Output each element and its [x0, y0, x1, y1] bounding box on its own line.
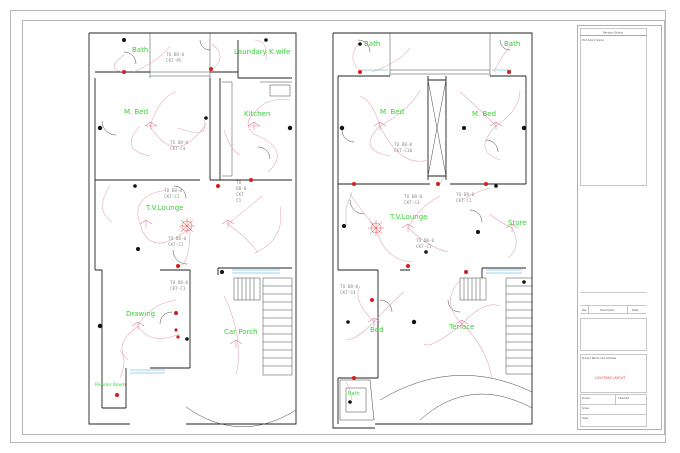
circuit-label-line: CKT-C1 [168, 242, 184, 248]
kitchen-counter [222, 81, 292, 177]
circuit-label-line: TO DB-0 [168, 236, 187, 242]
circuit-label-gf-5: TO DB-0 CKT-C1 [170, 280, 189, 292]
circuit-label-ff-2: TO DB-0 CKT-C4 [404, 194, 423, 206]
room-label-ff-mbed-right: M. Bed [472, 110, 496, 118]
circuit-label-ff-4: TO DB-0 CKT-C1 [416, 238, 435, 250]
first-floor-internal-walls [337, 75, 527, 424]
light-points-ground [115, 67, 253, 397]
room-label-gf-carporch: Car Porch [224, 328, 258, 336]
circuit-label-line: TO DB-0 [340, 284, 359, 290]
door-arcs-ff [341, 39, 511, 313]
circuit-label-line: CKT-C4 [170, 146, 186, 152]
window-strip-top [149, 33, 211, 78]
ground-floor-plan [88, 32, 297, 427]
room-label-gf-mbed: M. Bed [124, 108, 148, 116]
room-label-gf-powder: Powder Room [95, 382, 126, 388]
circuit-label-line: TO DB-0 [170, 280, 189, 286]
circuit-label-line: CKT-C4 [404, 200, 420, 206]
room-label-ff-store: Store [508, 219, 527, 227]
circuit-label-line: C1 [236, 198, 242, 204]
title-block-plot-text: Plot Size 1 Kanal [582, 38, 604, 42]
room-label-gf-drawing: Drawing [126, 310, 155, 318]
ground-floor-internal-walls [94, 40, 292, 409]
circuit-label-ff-5: TO DB-0 CKT-C4 [340, 284, 359, 296]
room-label-gf-bath: Bath [132, 46, 148, 54]
circuit-label-line: TO DB-0 [456, 192, 475, 198]
circuit-label-line: TO DB-0 [166, 52, 185, 58]
circuit-label-line: TO DB-0 [416, 238, 435, 244]
room-label-ff-tvlounge: T.V.Lounge [389, 213, 427, 221]
circuit-label-line: CKT-C1 [164, 194, 180, 200]
circuit-label-line: CKT-C10 [394, 148, 413, 154]
ground-floor-outer-wall [88, 32, 297, 425]
circuit-label-line: TO DB-0 [394, 142, 413, 148]
chandelier-ground [179, 218, 195, 234]
glazing-ground [130, 269, 280, 374]
door-arcs-ground [101, 39, 271, 325]
title-label-date: Date [582, 416, 589, 420]
circuit-label-line: TO DB-0 [170, 140, 189, 146]
circuit-label-line: TO DB-0 [164, 188, 183, 194]
ceiling-fans-ground [131, 121, 261, 348]
ground-floor-boundary-arc [185, 406, 297, 427]
title-label-scale: Scale [582, 406, 589, 410]
circuit-label-line: CKT-C1 [416, 244, 432, 250]
drawing-title: LIGHTING LAYOUT [595, 376, 626, 380]
circuit-label-line: CKT-C4 [340, 290, 356, 296]
room-label-ff-mbed-left: M. Bed [380, 108, 404, 116]
room-label-ff-bath-left: Bath [364, 40, 380, 48]
title-label-drawn: Drawn [582, 396, 591, 400]
window-strip-top-ff [389, 33, 491, 76]
room-label-gf-tvlounge: T.V.Lounge [145, 204, 183, 212]
room-label-ff-bath-small: Bath [348, 391, 360, 397]
circuit-label-line: CKT [236, 192, 244, 198]
revision-col-date: Date [632, 308, 639, 312]
switch-symbols-ground [97, 38, 293, 341]
switch-symbols-first [339, 42, 527, 404]
sheet-inner-border [22, 20, 665, 435]
circuit-label-line: CKT-C1 [456, 198, 472, 204]
chandelier-first [368, 220, 384, 236]
first-floor-boundary-arc [379, 375, 533, 421]
room-label-gf-kitchen: Kitchen [244, 110, 270, 118]
title-label-checked: Checked [618, 396, 629, 400]
ceiling-fans-first [367, 121, 519, 328]
glazing-first [362, 69, 522, 274]
circuit-label-ff-1: TO DB-0 CKT-C10 [394, 142, 413, 154]
stair-core-ff [427, 79, 447, 177]
first-floor-outer-wall [332, 32, 533, 429]
circuit-label-line: TO DB-0 [404, 194, 423, 200]
circuit-label-gf-1: TO DB-0 CKT-P5 [166, 52, 185, 64]
stairs-ground [233, 277, 293, 376]
revision-col-description: Description [600, 308, 615, 312]
wiring-ground [102, 39, 291, 379]
title-block: Revision Status Plot Size 1 Kanal Rev De… [577, 25, 662, 430]
project-heading: Project Name and Address [582, 356, 617, 360]
stairs-first [459, 277, 533, 375]
circuit-label-line: CKT-P5 [166, 58, 182, 64]
small-bath-ff [339, 379, 375, 421]
room-label-ff-terrace: Terrace [448, 323, 474, 331]
circuit-label-gf-2: TO DB-0 CKT-C4 [170, 140, 189, 152]
conduit-first [345, 171, 447, 226]
circuit-label-gf-4: TO DB-0 CKT-C1 [168, 236, 187, 248]
room-label-ff-bath-right: Bath [504, 40, 520, 48]
sheet-outer-border [10, 10, 666, 443]
room-label-gf-laundry: Laundary K.wife [234, 48, 290, 56]
light-points-first [352, 70, 511, 380]
circuit-label-line: TO [236, 180, 242, 186]
circuit-label-line: CKT-C1 [170, 286, 186, 292]
first-floor-plan [332, 32, 533, 429]
circuit-label-ff-3: TO DB-0 CKT-C1 [456, 192, 475, 204]
revision-col-rev: Rev [582, 308, 587, 312]
wiring-first [345, 43, 521, 401]
room-label-ff-bed: Bed [370, 326, 384, 334]
circuit-label-gf-6: TO DB-0 CKT C1 [236, 180, 247, 204]
circuit-label-gf-3: TO DB-0 CKT-C1 [164, 188, 183, 200]
circuit-label-line: DB-0 [236, 186, 247, 192]
title-block-revision-heading: Revision Status [603, 30, 624, 34]
